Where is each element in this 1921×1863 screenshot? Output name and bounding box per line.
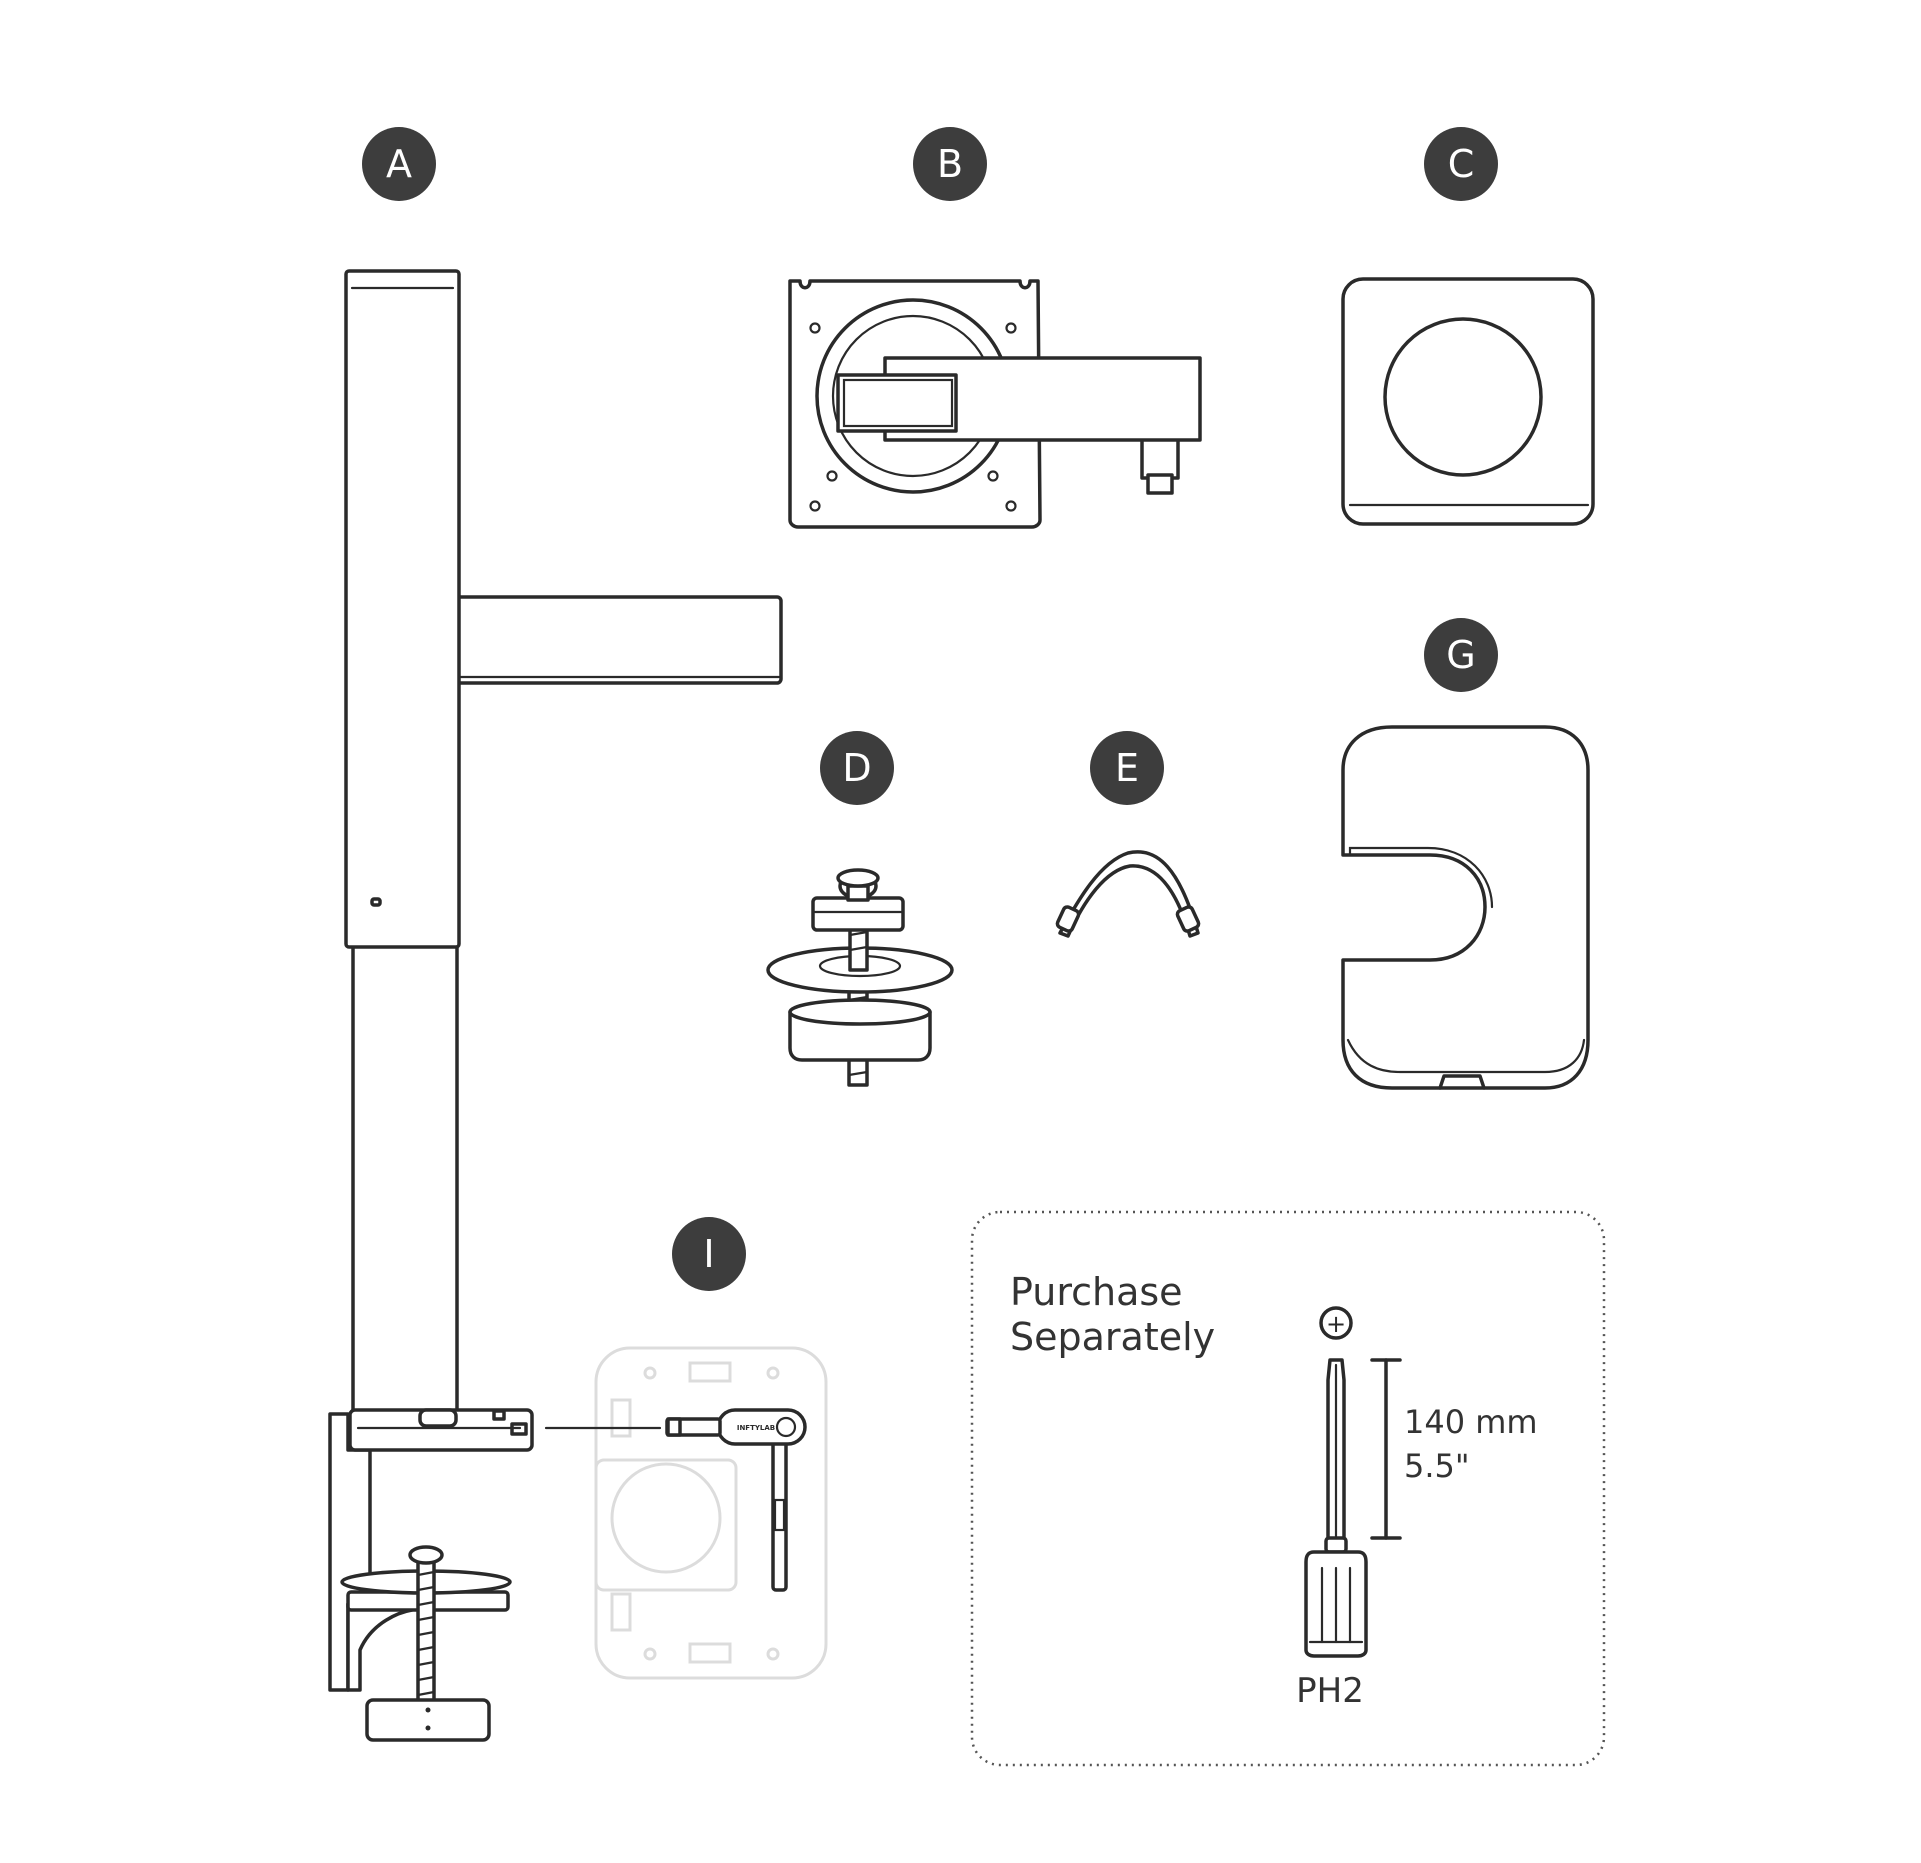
part-c-cap-illustration bbox=[1341, 277, 1595, 526]
part-a-pole-illustration bbox=[328, 269, 783, 1742]
badge-d-label: D bbox=[842, 746, 871, 790]
badge-a: A bbox=[362, 127, 436, 201]
purchase-title-line1: Purchase bbox=[1010, 1270, 1183, 1314]
allen-key-brand-label: INFTYLAB bbox=[737, 1424, 775, 1432]
badge-e: E bbox=[1090, 731, 1164, 805]
tool-label: PH2 bbox=[1296, 1671, 1364, 1711]
badge-e-label: E bbox=[1115, 746, 1139, 790]
badge-a-label: A bbox=[386, 142, 412, 186]
part-g-cover-illustration bbox=[1341, 725, 1590, 1090]
badge-g-label: G bbox=[1446, 633, 1475, 677]
badge-c: C bbox=[1424, 127, 1498, 201]
phillips-symbol: + bbox=[1326, 1310, 1346, 1338]
badge-c-label: C bbox=[1448, 142, 1475, 186]
purchase-title-line2: Separately bbox=[1010, 1315, 1215, 1359]
purchase-separately-box: Purchase Separately + 140 mm 5.5" PH2 bbox=[970, 1210, 1606, 1767]
length-in-label: 5.5" bbox=[1404, 1447, 1470, 1485]
part-e-clip-illustration bbox=[1055, 850, 1201, 938]
badge-d: D bbox=[820, 731, 894, 805]
badge-g: G bbox=[1424, 618, 1498, 692]
badge-i: I bbox=[672, 1217, 746, 1291]
length-dimension-bracket bbox=[1370, 1358, 1402, 1540]
length-mm-label: 140 mm bbox=[1404, 1403, 1538, 1441]
part-d-grommet-illustration bbox=[766, 868, 954, 1087]
badge-b: B bbox=[913, 127, 987, 201]
screwdriver-icon bbox=[1304, 1358, 1368, 1658]
badge-i-label: I bbox=[703, 1232, 714, 1276]
badge-b-label: B bbox=[937, 142, 963, 186]
part-b-vesa-illustration bbox=[788, 279, 1202, 529]
part-i-allen-key-illustration: INFTYLAB bbox=[544, 1346, 828, 1680]
